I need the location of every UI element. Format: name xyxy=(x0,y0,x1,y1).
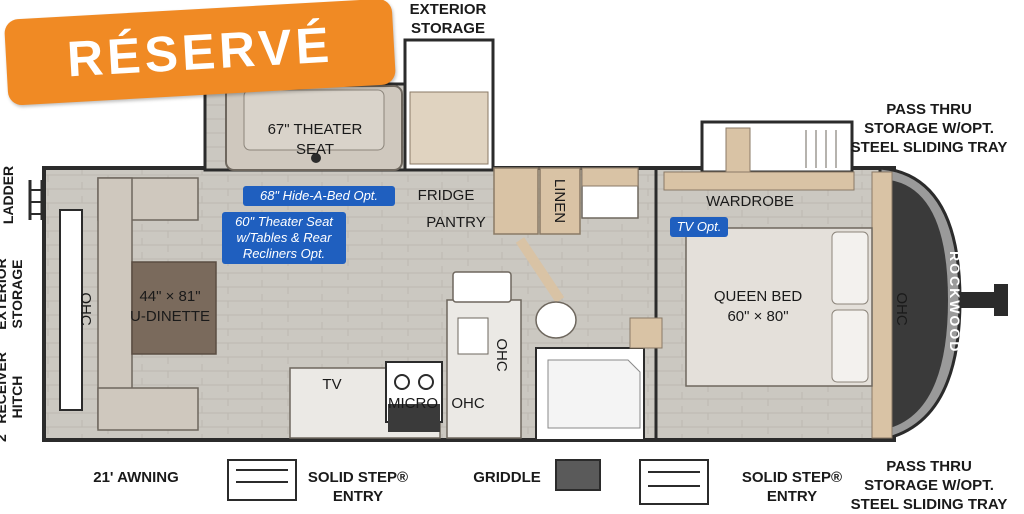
label-solid-step-right: SOLID STEP® ENTRY xyxy=(741,469,843,505)
brand-logo-text: ROCKWOOD xyxy=(947,251,963,354)
wardrobe-slide xyxy=(700,120,854,174)
reserve-badge-text: RÉSERVÉ xyxy=(65,16,335,88)
label-linen: LINEN xyxy=(551,178,568,224)
label-ohc-kitchen: OHC xyxy=(493,338,510,372)
label-theater-seat: 67" THEATER SEAT xyxy=(267,121,363,158)
label-solid-step-left: SOLID STEP® ENTRY xyxy=(307,469,409,505)
label-exterior-storage-left: EXTERIOR STORAGE xyxy=(0,258,25,330)
label-ohc-front: OHC xyxy=(893,292,910,326)
label-ladder: LADDER xyxy=(0,165,16,225)
toilet xyxy=(535,301,577,339)
fridge-cabinet xyxy=(493,167,539,235)
label-griddle: GRIDDLE xyxy=(473,469,541,486)
griddle-box xyxy=(555,459,601,491)
label-pantry: PANTRY xyxy=(426,214,486,231)
label-pass-thru-top: PASS THRU STORAGE W/OPT. STEEL SLIDING T… xyxy=(850,101,1008,156)
label-awning: 21' AWNING xyxy=(93,469,179,486)
label-dinette: 44" × 81" U-DINETTE xyxy=(130,288,210,325)
option-tv: TV Opt. xyxy=(670,217,728,237)
rear-window xyxy=(59,209,83,411)
nightstand-left xyxy=(629,317,663,349)
label-micro: MICRO xyxy=(388,395,438,412)
ladder-graphic xyxy=(28,180,44,220)
front-ohc xyxy=(871,171,893,439)
label-wardrobe: WARDROBE xyxy=(706,193,794,210)
linen-cabinet xyxy=(539,167,581,235)
dinette-bench-left xyxy=(97,177,133,429)
label-queen-bed: QUEEN BED 60" × 80" xyxy=(713,288,803,325)
label-pass-thru-bottom: PASS THRU STORAGE W/OPT. STEEL SLIDING T… xyxy=(850,458,1008,513)
label-exterior-storage-top: EXTERIOR STORAGE xyxy=(409,1,487,37)
dinette-bench-bottom xyxy=(97,387,199,431)
bath-door xyxy=(515,237,565,303)
label-fridge: FRIDGE xyxy=(417,187,475,204)
label-receiver-hitch: 2" RECEIVER HITCH xyxy=(0,352,25,442)
entry-step-left xyxy=(227,459,297,501)
option-hide-a-bed: 68" Hide-A-Bed Opt. xyxy=(243,186,395,206)
dinette-table xyxy=(131,261,217,355)
label-tv: TV xyxy=(322,376,342,393)
wardrobe-cabinet xyxy=(663,171,855,191)
sink xyxy=(452,271,512,303)
entry-step-right xyxy=(639,459,709,505)
label-ohc-rear: OHC xyxy=(77,292,94,326)
option-theater-recliners: 60" Theater Seat w/Tables & Rear Recline… xyxy=(222,212,346,264)
label-ohc-micro: OHC xyxy=(451,395,485,412)
hitch-tongue xyxy=(960,292,1000,308)
